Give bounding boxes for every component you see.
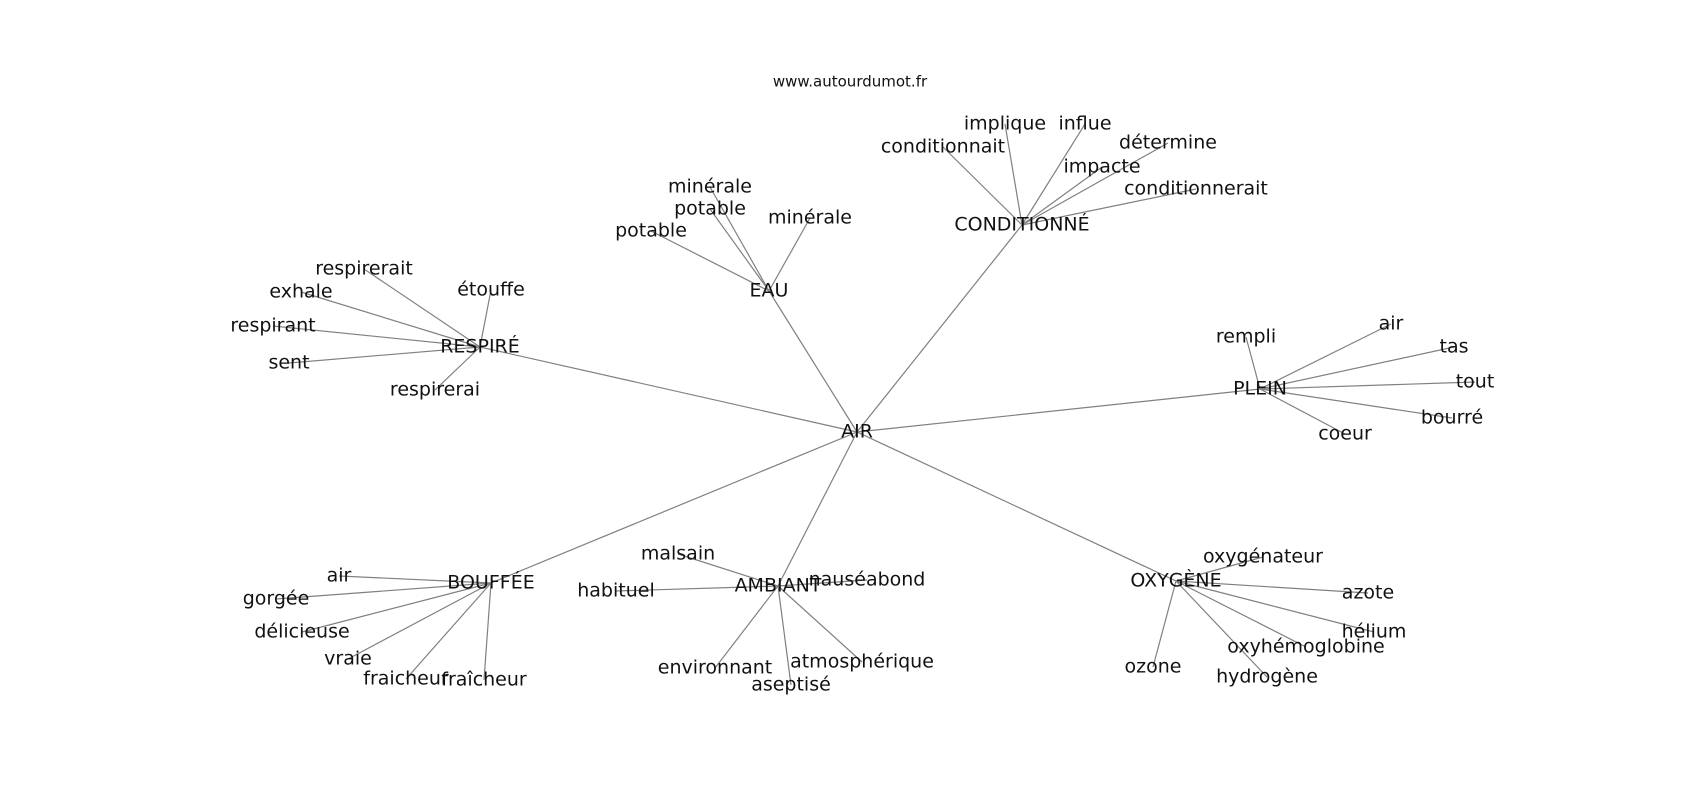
edge-hub-leaf [1259,346,1455,390]
edge-hub-leaf [1021,123,1086,226]
edge-hub-leaf [677,553,779,587]
edge-hub-leaf [777,585,863,663]
edge-hub-leaf [275,582,492,600]
edge-hub-leaf [1175,580,1307,648]
hub-node-label: BOUFFÉE [447,571,534,594]
edge-hub-leaf [1259,388,1453,419]
edge-hub-leaf [1175,580,1375,633]
leaf-node-label: détermine [1119,132,1217,154]
edge-hub-leaf [301,582,492,633]
leaf-node-label: vraie [324,648,372,670]
edge-hub-leaf [1152,580,1177,668]
leaf-node-label: respirerait [315,258,413,280]
edge-hub-leaf [709,208,770,292]
leaf-node-label: nauséabond [809,569,926,591]
leaf-node-label: air [327,565,352,587]
edge-hub-leaf [272,325,481,348]
hub-node-label: PLEIN [1233,378,1287,400]
edge-hub-leaf [1175,580,1369,594]
edge-hub-leaf [777,585,792,686]
leaf-node-label: minérale [768,207,852,229]
hub-node-label: RESPIRÉ [440,335,520,358]
leaf-node-label: respirerai [390,379,480,401]
leaf-node-label: rempli [1216,326,1276,348]
edge-hub-leaf [300,291,481,348]
leaf-node-label: tout [1456,371,1495,393]
leaf-node-label: exhale [269,281,332,303]
leaf-node-label: fraicheur [363,668,449,690]
edge-root-hub [768,290,858,433]
leaf-node-label: ozone [1125,656,1182,678]
leaf-node-label: gorgée [243,588,310,610]
hub-node-label: EAU [750,280,789,302]
leaf-node-label: impacte [1063,156,1140,178]
leaf-node-label: minérale [668,176,752,198]
leaf-node-label: hydrogène [1216,666,1318,688]
edge-root-hub [856,431,1177,582]
edge-hub-leaf [777,579,868,587]
edge-hub-leaf [288,346,481,364]
leaf-node-label: délicieuse [254,621,349,643]
leaf-node-label: tas [1440,336,1469,358]
leaf-node-label: hélium [1342,621,1407,643]
edge-hub-leaf [942,146,1023,226]
edge-hub-leaf [1021,166,1103,226]
edge-hub-leaf [1021,188,1197,226]
edge-hub-leaf [714,585,779,669]
leaf-node-label: oxygénateur [1203,546,1323,568]
leaf-node-label: conditionnerait [1124,178,1268,200]
edge-hub-leaf [347,582,492,660]
edge-root-hub [856,224,1023,433]
edge-root-hub [856,388,1261,433]
leaf-node-label: aseptisé [751,674,831,696]
hub-node-label: OXYGÈNE [1130,569,1221,592]
leaf-node-label: air [1379,313,1404,335]
leaf-node-label: atmosphérique [790,651,934,673]
leaf-node-label: étouffe [457,279,525,301]
edge-hub-leaf [1175,580,1268,678]
edge-root-hub [777,431,858,587]
edge-hub-leaf [363,268,481,348]
leaf-node-label: fraîcheur [441,669,527,691]
edge-hub-leaf [479,289,492,348]
edge-hub-leaf [650,230,770,292]
leaf-node-label: conditionnait [881,136,1005,158]
leaf-node-label: potable [615,220,687,242]
edge-hub-leaf [1245,336,1261,390]
root-node-label: AIR [841,421,873,443]
edge-hub-leaf [1004,123,1023,226]
hub-node-label: AMBIANT [735,575,822,597]
leaf-node-label: malsain [641,543,715,565]
edge-hub-leaf [768,217,811,292]
leaf-node-label: influe [1058,113,1111,135]
graph-edges [272,123,1476,686]
leaf-node-label: coeur [1318,423,1372,445]
edge-hub-leaf [434,346,481,391]
edge-hub-leaf [1259,381,1476,390]
leaf-node-label: implique [964,113,1046,135]
site-url: www.autourdumot.fr [773,73,928,91]
edge-hub-leaf [338,575,492,584]
leaf-node-label: habituel [577,580,654,602]
leaf-node-label: bourré [1421,407,1483,429]
hub-node-label: CONDITIONNÉ [954,213,1089,236]
edge-root-hub [490,431,858,584]
leaf-node-label: sent [268,352,309,374]
leaf-node-label: azote [1342,582,1394,604]
edge-hub-leaf [483,582,492,681]
edge-hub-leaf [615,585,779,592]
edge-hub-leaf [709,186,770,292]
edge-hub-leaf [1175,556,1264,582]
edge-root-hub [479,346,858,433]
edge-hub-leaf [1259,388,1346,435]
leaf-node-label: oxyhémoglobine [1227,636,1384,658]
leaf-node-label: respirant [230,315,315,337]
leaf-node-label: environnant [658,657,773,679]
edge-hub-leaf [405,582,492,680]
edge-hub-leaf [1259,323,1392,390]
edge-hub-leaf [1021,142,1169,226]
leaf-node-label: potable [674,198,746,220]
